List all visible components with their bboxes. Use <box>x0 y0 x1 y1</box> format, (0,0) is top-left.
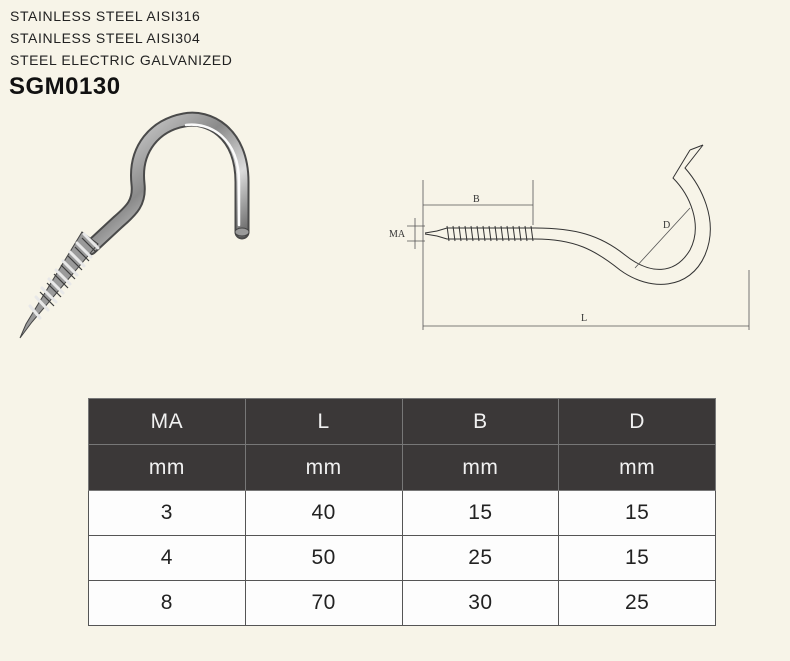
technical-drawing: B MA D L <box>389 144 750 330</box>
header-row: MA L B D <box>88 398 716 445</box>
cell-l: 70 <box>244 580 403 626</box>
cell-d: 15 <box>558 490 716 536</box>
label-l: L <box>581 313 587 324</box>
cell-d: 25 <box>558 580 716 626</box>
unit-ma: mm <box>88 444 246 491</box>
unit-d: mm <box>558 444 716 491</box>
spec-line-galvanized: STEEL ELECTRIC GALVANIZED <box>10 52 233 68</box>
dimensions-table: MA L B D mm mm mm mm 3 40 15 15 4 50 25 … <box>88 398 716 626</box>
cell-b: 25 <box>401 535 560 581</box>
cell-b: 30 <box>401 580 560 626</box>
cell-l: 40 <box>244 490 403 536</box>
table-row: 3 40 15 15 <box>88 490 716 536</box>
unit-b: mm <box>401 444 560 491</box>
label-b: B <box>473 194 480 205</box>
header-l: L <box>244 398 403 445</box>
cell-ma: 8 <box>88 580 246 626</box>
header-b: B <box>401 398 560 445</box>
cell-ma: 4 <box>88 535 246 581</box>
label-d: D <box>663 220 670 231</box>
spec-line-aisi304: STAINLESS STEEL AISI304 <box>10 30 201 46</box>
label-ma: MA <box>389 229 406 240</box>
table-row: 8 70 30 25 <box>88 580 716 626</box>
header-d: D <box>558 398 716 445</box>
unit-row: mm mm mm mm <box>88 444 716 491</box>
unit-l: mm <box>244 444 403 491</box>
cell-ma: 3 <box>88 490 246 536</box>
table-row: 4 50 25 15 <box>88 535 716 581</box>
spec-line-aisi316: STAINLESS STEEL AISI316 <box>10 8 201 24</box>
screw-hook-photo <box>19 111 250 339</box>
cell-b: 15 <box>401 490 560 536</box>
product-code: SGM0130 <box>9 73 121 100</box>
cell-d: 15 <box>558 535 716 581</box>
header-ma: MA <box>88 398 246 445</box>
cell-l: 50 <box>244 535 403 581</box>
